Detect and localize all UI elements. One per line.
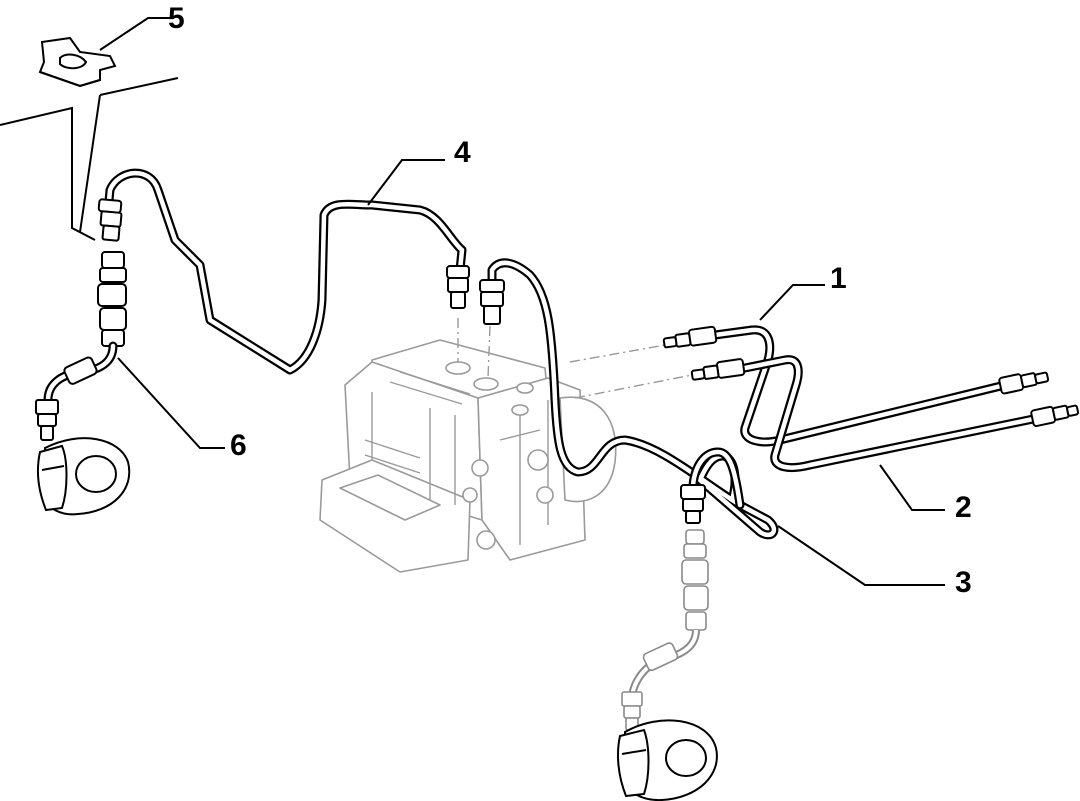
body-panel-outline <box>0 106 96 241</box>
brake-pipe-1 <box>710 325 1010 447</box>
callout-2: 2 <box>955 491 972 524</box>
pipe-fittings <box>97 198 1080 524</box>
brake-pipe-2 <box>740 355 1043 472</box>
leader-2 <box>879 464 945 511</box>
callout-1: 1 <box>830 262 847 295</box>
abs-modulator-unit <box>319 318 617 573</box>
leader-6 <box>117 357 225 449</box>
brake-pipe-3-loop <box>688 447 745 510</box>
leader-4 <box>367 159 445 206</box>
leader-3 <box>777 525 945 586</box>
callout-6: 6 <box>230 429 247 462</box>
body-panel-edge <box>99 77 179 96</box>
callout-4: 4 <box>454 136 471 169</box>
body-panel-edge-2 <box>79 94 101 233</box>
leader-5 <box>99 17 170 51</box>
brake-caliper-left <box>37 437 131 516</box>
brake-pipe-4 <box>103 168 467 375</box>
pipe-clip-5 <box>38 36 117 88</box>
flexible-hose-right <box>621 529 709 731</box>
flexible-hose-6 <box>35 251 127 441</box>
alignment-lines <box>569 344 693 399</box>
leader-1 <box>759 284 825 321</box>
callout-5: 5 <box>168 2 185 35</box>
brake-caliper-right <box>617 719 718 801</box>
callout-3: 3 <box>955 566 972 599</box>
brake-pipe-3 <box>487 258 779 540</box>
